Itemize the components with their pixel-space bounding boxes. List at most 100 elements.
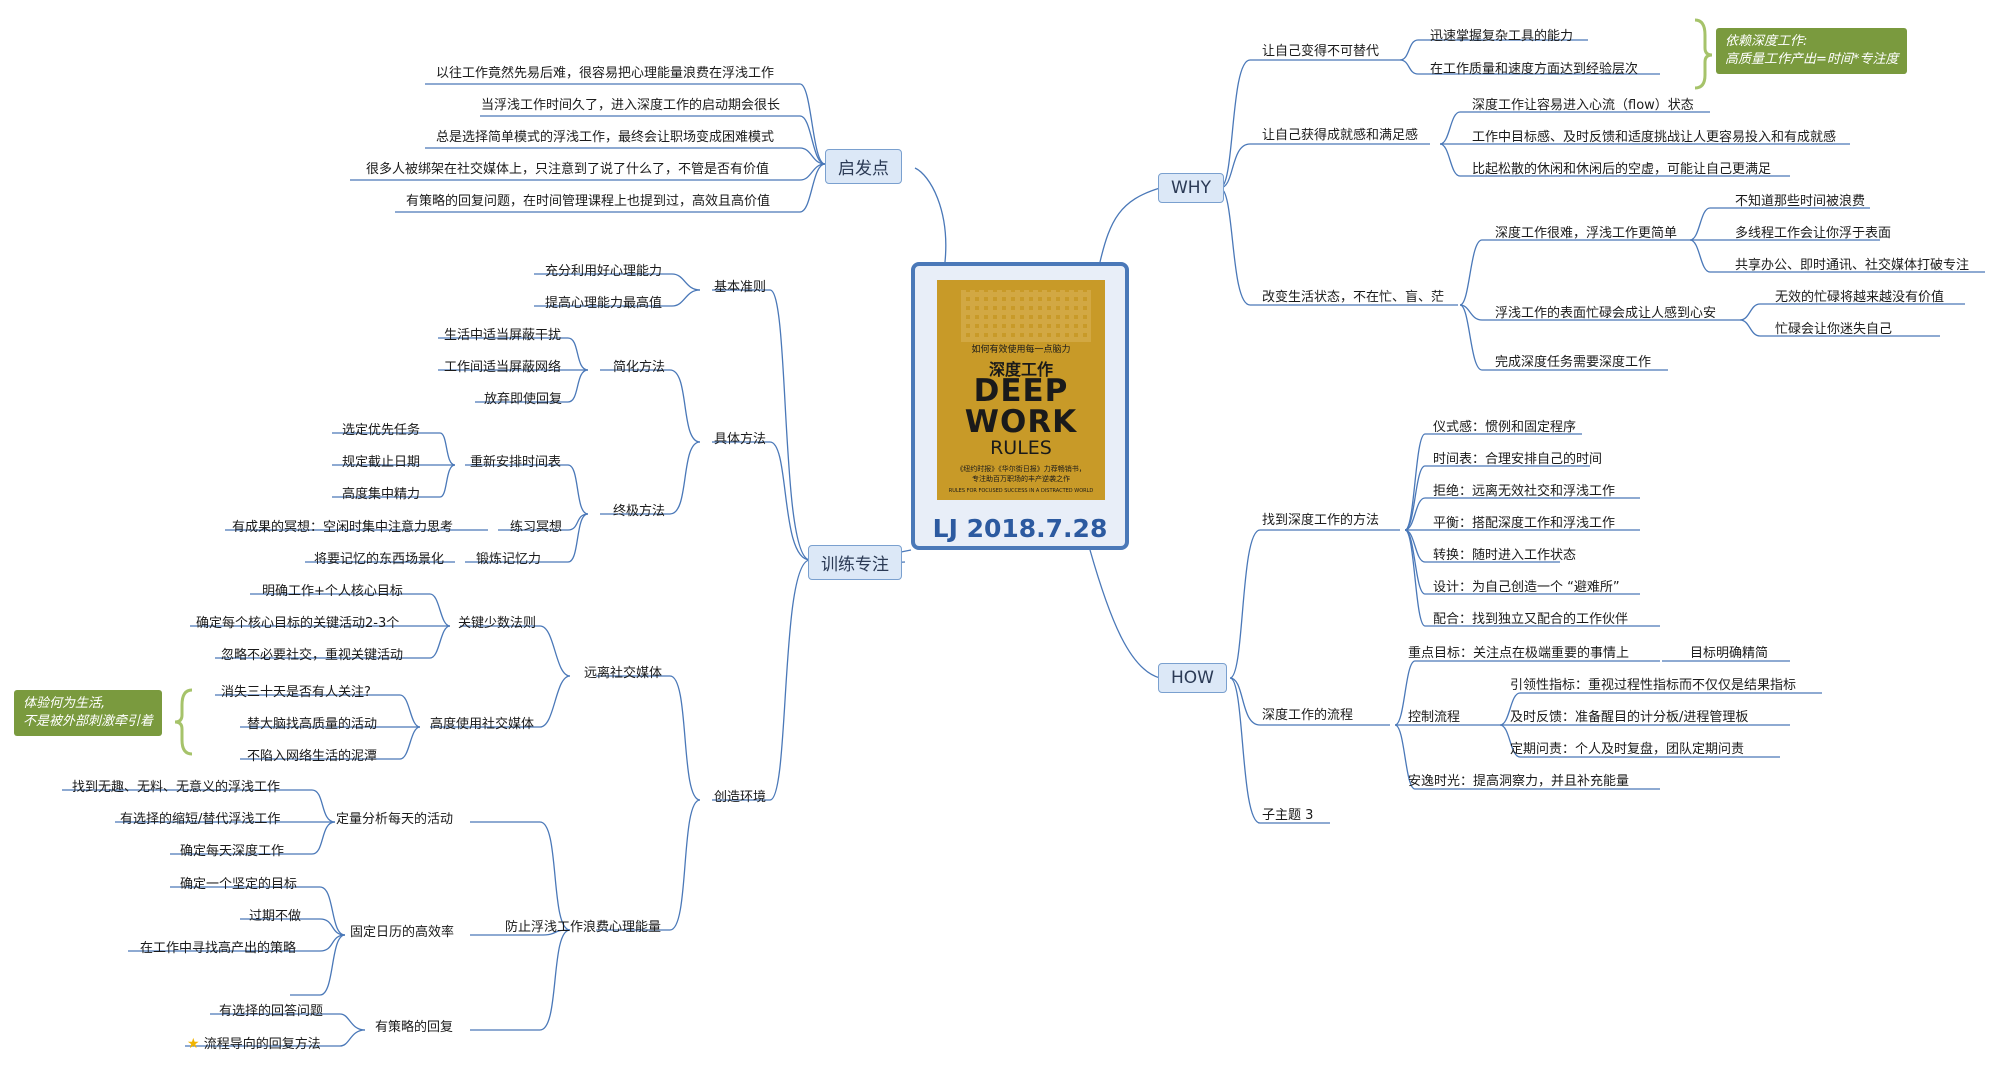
node-zhongji[interactable]: 终极方法	[613, 504, 666, 519]
node-guanjian[interactable]: 关键少数法则	[458, 616, 537, 631]
henan-item[interactable]: 共享办公、即时通讯、社交媒体打破专注	[1735, 258, 1970, 273]
guding-item[interactable]: 过期不做	[249, 909, 302, 924]
fangfa-item[interactable]: 设计：为自己创造一个 “避难所”	[1433, 580, 1620, 595]
jiben-item[interactable]: 提高心理能力最高值	[545, 296, 663, 311]
qifa-item[interactable]: 总是选择简单模式的浮浅工作，最终会让职场变成困难模式	[436, 130, 775, 145]
node-tidai[interactable]: 让自己变得不可替代	[1262, 44, 1380, 59]
henan-item[interactable]: 多线程工作会让你浮于表面	[1735, 226, 1892, 241]
node-gaodu[interactable]: 高度使用社交媒体	[430, 717, 535, 732]
node-chengjiu[interactable]: 让自己获得成就感和满足感	[1262, 128, 1419, 143]
cover-tagline: RULES FOR FOCUSED SUCCESS IN A DISTRACTE…	[948, 488, 1094, 494]
node-kongzhi[interactable]: 控制流程	[1408, 710, 1461, 725]
gaodu-item[interactable]: 替大脑找高质量的活动	[247, 717, 378, 732]
fangfa-item[interactable]: 平衡：搭配深度工作和浮浅工作	[1433, 516, 1616, 531]
topic-why[interactable]: WHY	[1158, 173, 1224, 203]
celue-item-starred[interactable]: ★ 流程导向的回复方法	[187, 1036, 321, 1053]
guanjian-item[interactable]: 忽略不必要社交，重视关键活动	[221, 648, 404, 663]
qifa-item[interactable]: 当浮浅工作时间久了，进入深度工作的启动期会很长	[481, 98, 781, 113]
qifa-item[interactable]: 以往工作竟然先易后难，很容易把心理能量浪费在浮浅工作	[436, 66, 775, 81]
guding-item[interactable]: 确定一个坚定的目标	[180, 877, 298, 892]
kongzhi-item[interactable]: 及时反馈：准备醒目的计分板/进程管理板	[1510, 710, 1749, 725]
jianhua-item[interactable]: 生活中适当屏蔽干扰	[444, 328, 562, 343]
summary-note-deepwork[interactable]: 依赖深度工作: 高质量工作产出=时间*专注度	[1716, 28, 1908, 74]
tidai-item[interactable]: 迅速掌握复杂工具的能力	[1430, 29, 1574, 44]
gaodu-item[interactable]: 消失三十天是否有人关注?	[221, 685, 371, 700]
node-anyi[interactable]: 安逸时光：提高洞察力，并且补充能量	[1408, 774, 1630, 789]
chongxin-item[interactable]: 高度集中精力	[342, 487, 421, 502]
node-liucheng[interactable]: 深度工作的流程	[1262, 708, 1354, 723]
fangfa-item[interactable]: 配合：找到独立又配合的工作伙伴	[1433, 612, 1629, 627]
node-duanlian[interactable]: 锻炼记忆力	[476, 552, 542, 567]
kongzhi-item[interactable]: 引领性指标：重视过程性指标而不仅仅是结果指标	[1510, 678, 1797, 693]
celue-item-label: 流程导向的回复方法	[203, 1037, 321, 1052]
guanjian-item[interactable]: 明确工作+个人核心目标	[262, 584, 403, 599]
jianhua-item[interactable]: 放弃即使回复	[484, 392, 563, 407]
cover-blurb-1: 《纽约时报》《华尔街日报》力荐畅销书，	[956, 465, 1086, 473]
node-jianhua[interactable]: 简化方法	[613, 360, 666, 375]
central-topic-title: LJ 2018.7.28	[932, 514, 1108, 543]
node-yuanli[interactable]: 远离社交媒体	[584, 666, 663, 681]
fangfa-item[interactable]: 时间表：合理安排自己的时间	[1433, 452, 1603, 467]
central-topic[interactable]: 如何有效使用每一点脑力 深度工作 DEEP WORK RULES 《纽约时报》《…	[911, 262, 1129, 550]
note-line: 依赖深度工作:	[1725, 34, 1808, 49]
node-gaibian[interactable]: 改变生活状态，不在忙、盲、茫	[1262, 290, 1445, 305]
topic-xunlian[interactable]: 训练专注	[808, 545, 902, 580]
fuqian-item[interactable]: 忙碌会让你迷失自己	[1775, 322, 1893, 337]
qifa-item[interactable]: 有策略的回复问题，在时间管理课程上也提到过，高效且高价值	[406, 194, 771, 209]
cover-deep: DEEP	[973, 373, 1069, 409]
topic-qifa[interactable]: 启发点	[825, 149, 902, 184]
qifa-item[interactable]: 很多人被绑架在社交媒体上，只注意到了说了什么了，不管是否有价值	[366, 162, 770, 177]
node-dinglian[interactable]: 定量分析每天的活动	[336, 812, 454, 827]
duanlian-item[interactable]: 将要记忆的东西场景化	[314, 552, 445, 567]
note-line: 体验何为生活,	[23, 696, 106, 711]
henan-item[interactable]: 不知道那些时间被浪费	[1735, 194, 1866, 209]
fuqian-item[interactable]: 无效的忙碌将越来越没有价值	[1775, 290, 1945, 305]
chongxin-item[interactable]: 选定优先任务	[342, 423, 421, 438]
cover-rules: RULES	[990, 437, 1052, 459]
node-chongxin[interactable]: 重新安排时间表	[470, 455, 562, 470]
node-fangzhi[interactable]: 防止浮浅工作浪费心理能量	[505, 920, 662, 935]
topic-how[interactable]: HOW	[1158, 663, 1227, 693]
node-lianxi[interactable]: 练习冥想	[510, 520, 563, 535]
book-cover-image: 如何有效使用每一点脑力 深度工作 DEEP WORK RULES 《纽约时报》《…	[937, 280, 1105, 500]
zhongdian-item[interactable]: 目标明确精简	[1690, 646, 1769, 661]
fangfa-item[interactable]: 转换：随时进入工作状态	[1433, 548, 1577, 563]
chengjiu-item[interactable]: 工作中目标感、及时反馈和适度挑战让人更容易投入和有成就感	[1472, 130, 1837, 145]
dinglian-item[interactable]: 有选择的缩短/替代浮浅工作	[120, 812, 281, 827]
chongxin-item[interactable]: 规定截止日期	[342, 455, 421, 470]
guding-item[interactable]: 在工作中寻找高产出的策略	[140, 941, 297, 956]
node-chuangzao[interactable]: 创造环境	[714, 790, 767, 805]
summary-note-life[interactable]: 体验何为生活, 不是被外部刺激牵引着	[14, 690, 163, 736]
cover-dot-pattern	[961, 290, 1091, 342]
jiben-item[interactable]: 充分利用好心理能力	[545, 264, 663, 279]
dinglian-item[interactable]: 找到无趣、无料、无意义的浮浅工作	[72, 780, 281, 795]
chengjiu-item[interactable]: 比起松散的休闲和休闲后的空虚，可能让自己更满足	[1472, 162, 1772, 177]
dinglian-item[interactable]: 确定每天深度工作	[180, 844, 285, 859]
node-fuqian[interactable]: 浮浅工作的表面忙碌会成让人感到心安	[1495, 306, 1717, 321]
node-celue[interactable]: 有策略的回复	[375, 1020, 454, 1035]
node-zizhuti[interactable]: 子主题 3	[1262, 808, 1314, 823]
fangfa-item[interactable]: 仪式感：惯例和固定程序	[1433, 420, 1577, 435]
lianxi-item[interactable]: 有成果的冥想：空闲时集中注意力思考	[232, 520, 454, 535]
kongzhi-item[interactable]: 定期问责：个人及时复盘，团队定期问责	[1510, 742, 1745, 757]
guanjian-item[interactable]: 确定每个核心目标的关键活动2-3个	[196, 616, 400, 631]
fangfa-item[interactable]: 拒绝：远离无效社交和浮浅工作	[1433, 484, 1616, 499]
node-fangfa[interactable]: 找到深度工作的方法	[1262, 513, 1380, 528]
node-jiben[interactable]: 基本准则	[714, 280, 767, 295]
node-juti[interactable]: 具体方法	[714, 432, 767, 447]
jianhua-item[interactable]: 工作间适当屏蔽网络	[444, 360, 562, 375]
tidai-item[interactable]: 在工作质量和速度方面达到经验层次	[1430, 62, 1639, 77]
cover-blurb-2: 专注助百万职场的丰产逆袭之作	[972, 475, 1070, 483]
chengjiu-item[interactable]: 深度工作让容易进入心流（flow）状态	[1472, 98, 1694, 113]
cover-work: WORK	[964, 404, 1078, 440]
celue-item[interactable]: 有选择的回答问题	[219, 1004, 324, 1019]
cover-cn-title: 深度工作	[988, 360, 1053, 379]
node-wancheng[interactable]: 完成深度任务需要深度工作	[1495, 355, 1652, 370]
cover-subtitle: 如何有效使用每一点脑力	[971, 345, 1071, 355]
node-zhongdian[interactable]: 重点目标：关注点在极端重要的事情上	[1408, 646, 1630, 661]
node-guding[interactable]: 固定日历的高效率	[350, 925, 455, 940]
node-henan[interactable]: 深度工作很难，浮浅工作更简单	[1495, 226, 1678, 241]
gaodu-item[interactable]: 不陷入网络生活的泥潭	[247, 749, 378, 764]
note-line: 不是被外部刺激牵引着	[23, 714, 154, 729]
